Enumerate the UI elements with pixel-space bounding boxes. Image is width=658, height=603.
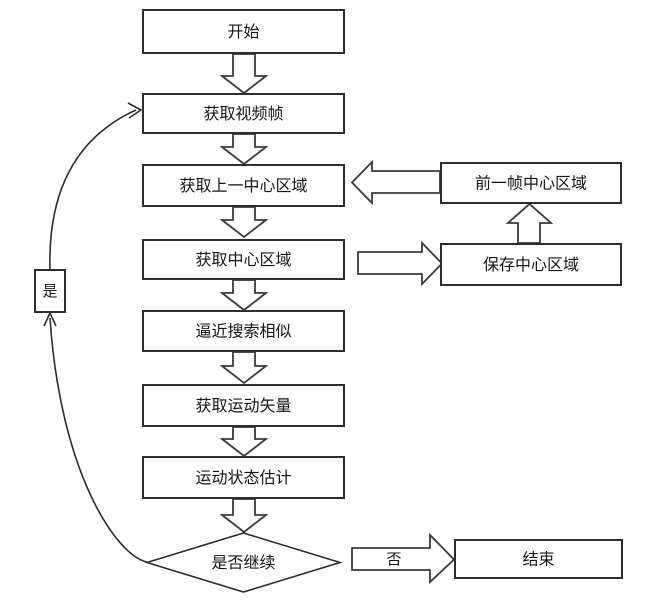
arrow-no-to-end	[351, 532, 456, 585]
edge-yes-to-get-video-frame	[49, 109, 137, 271]
node-save-center-label: 保存中心区域	[483, 256, 579, 274]
node-start	[142, 9, 345, 54]
yes-label-box	[34, 269, 66, 313]
node-prev-frame-center-label: 前一帧中心区域	[475, 175, 587, 193]
node-end-label: 结束	[522, 551, 554, 569]
arrow-get-video-frame-to-get-prev-center	[219, 133, 269, 166]
node-motion-state-estimate-label: 运动状态估计	[195, 469, 291, 487]
node-prev-frame-center	[440, 162, 622, 204]
arrow-get-center-to-save-center	[357, 240, 444, 287]
node-continue-decision	[144, 532, 343, 593]
node-get-prev-center	[142, 164, 345, 207]
arrow-get-motion-vector-to-motion-state	[219, 426, 269, 458]
node-motion-state-estimate	[142, 456, 345, 499]
node-get-prev-center-label: 获取上一中心区域	[179, 177, 307, 195]
edge-label-yes: 是	[42, 283, 57, 300]
node-approx-search	[142, 310, 345, 352]
arrow-prev-frame-center-to-get-prev-center	[350, 159, 441, 206]
node-continue-decision-label: 是否继续	[211, 554, 275, 572]
node-approx-search-label: 逼近搜索相似	[195, 323, 291, 341]
arrow-start-to-get-video-frame	[219, 53, 269, 95]
node-get-center-label: 获取中心区域	[195, 251, 291, 269]
arrow-get-prev-center-to-get-center	[219, 206, 269, 239]
arrow-get-center-to-approx-search	[219, 279, 269, 312]
node-end	[454, 539, 623, 579]
arrow-save-center-to-prev-frame-center	[505, 202, 554, 244]
arrow-motion-state-to-decision	[219, 498, 269, 534]
node-get-video-frame	[142, 93, 345, 134]
edge-label-no: 否	[386, 551, 401, 568]
arrowhead-into-get-video-frame	[127, 102, 143, 119]
node-get-video-frame-label: 获取视频帧	[203, 105, 283, 123]
node-start-label: 开始	[227, 23, 259, 41]
node-get-center	[142, 239, 345, 280]
arrow-approx-search-to-get-motion-vector	[219, 351, 269, 385]
node-get-motion-vector-label: 获取运动矢量	[195, 397, 291, 415]
edge-yes-from-decision	[49, 317, 148, 563]
node-save-center	[440, 243, 622, 286]
node-get-motion-vector	[142, 384, 345, 427]
